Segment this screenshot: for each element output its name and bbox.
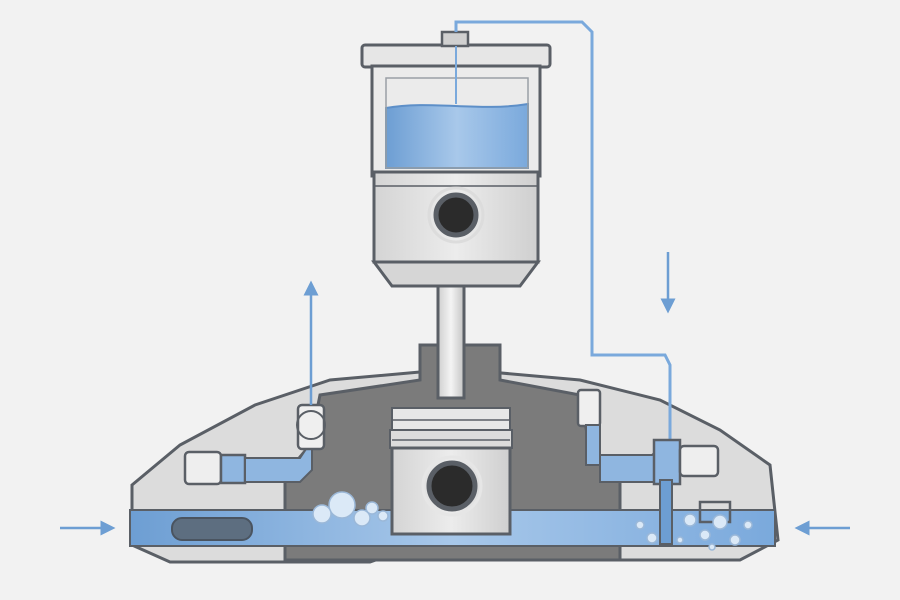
caliper-piston xyxy=(390,408,512,534)
connecting-rod xyxy=(438,280,464,398)
channel-slot xyxy=(172,518,252,540)
